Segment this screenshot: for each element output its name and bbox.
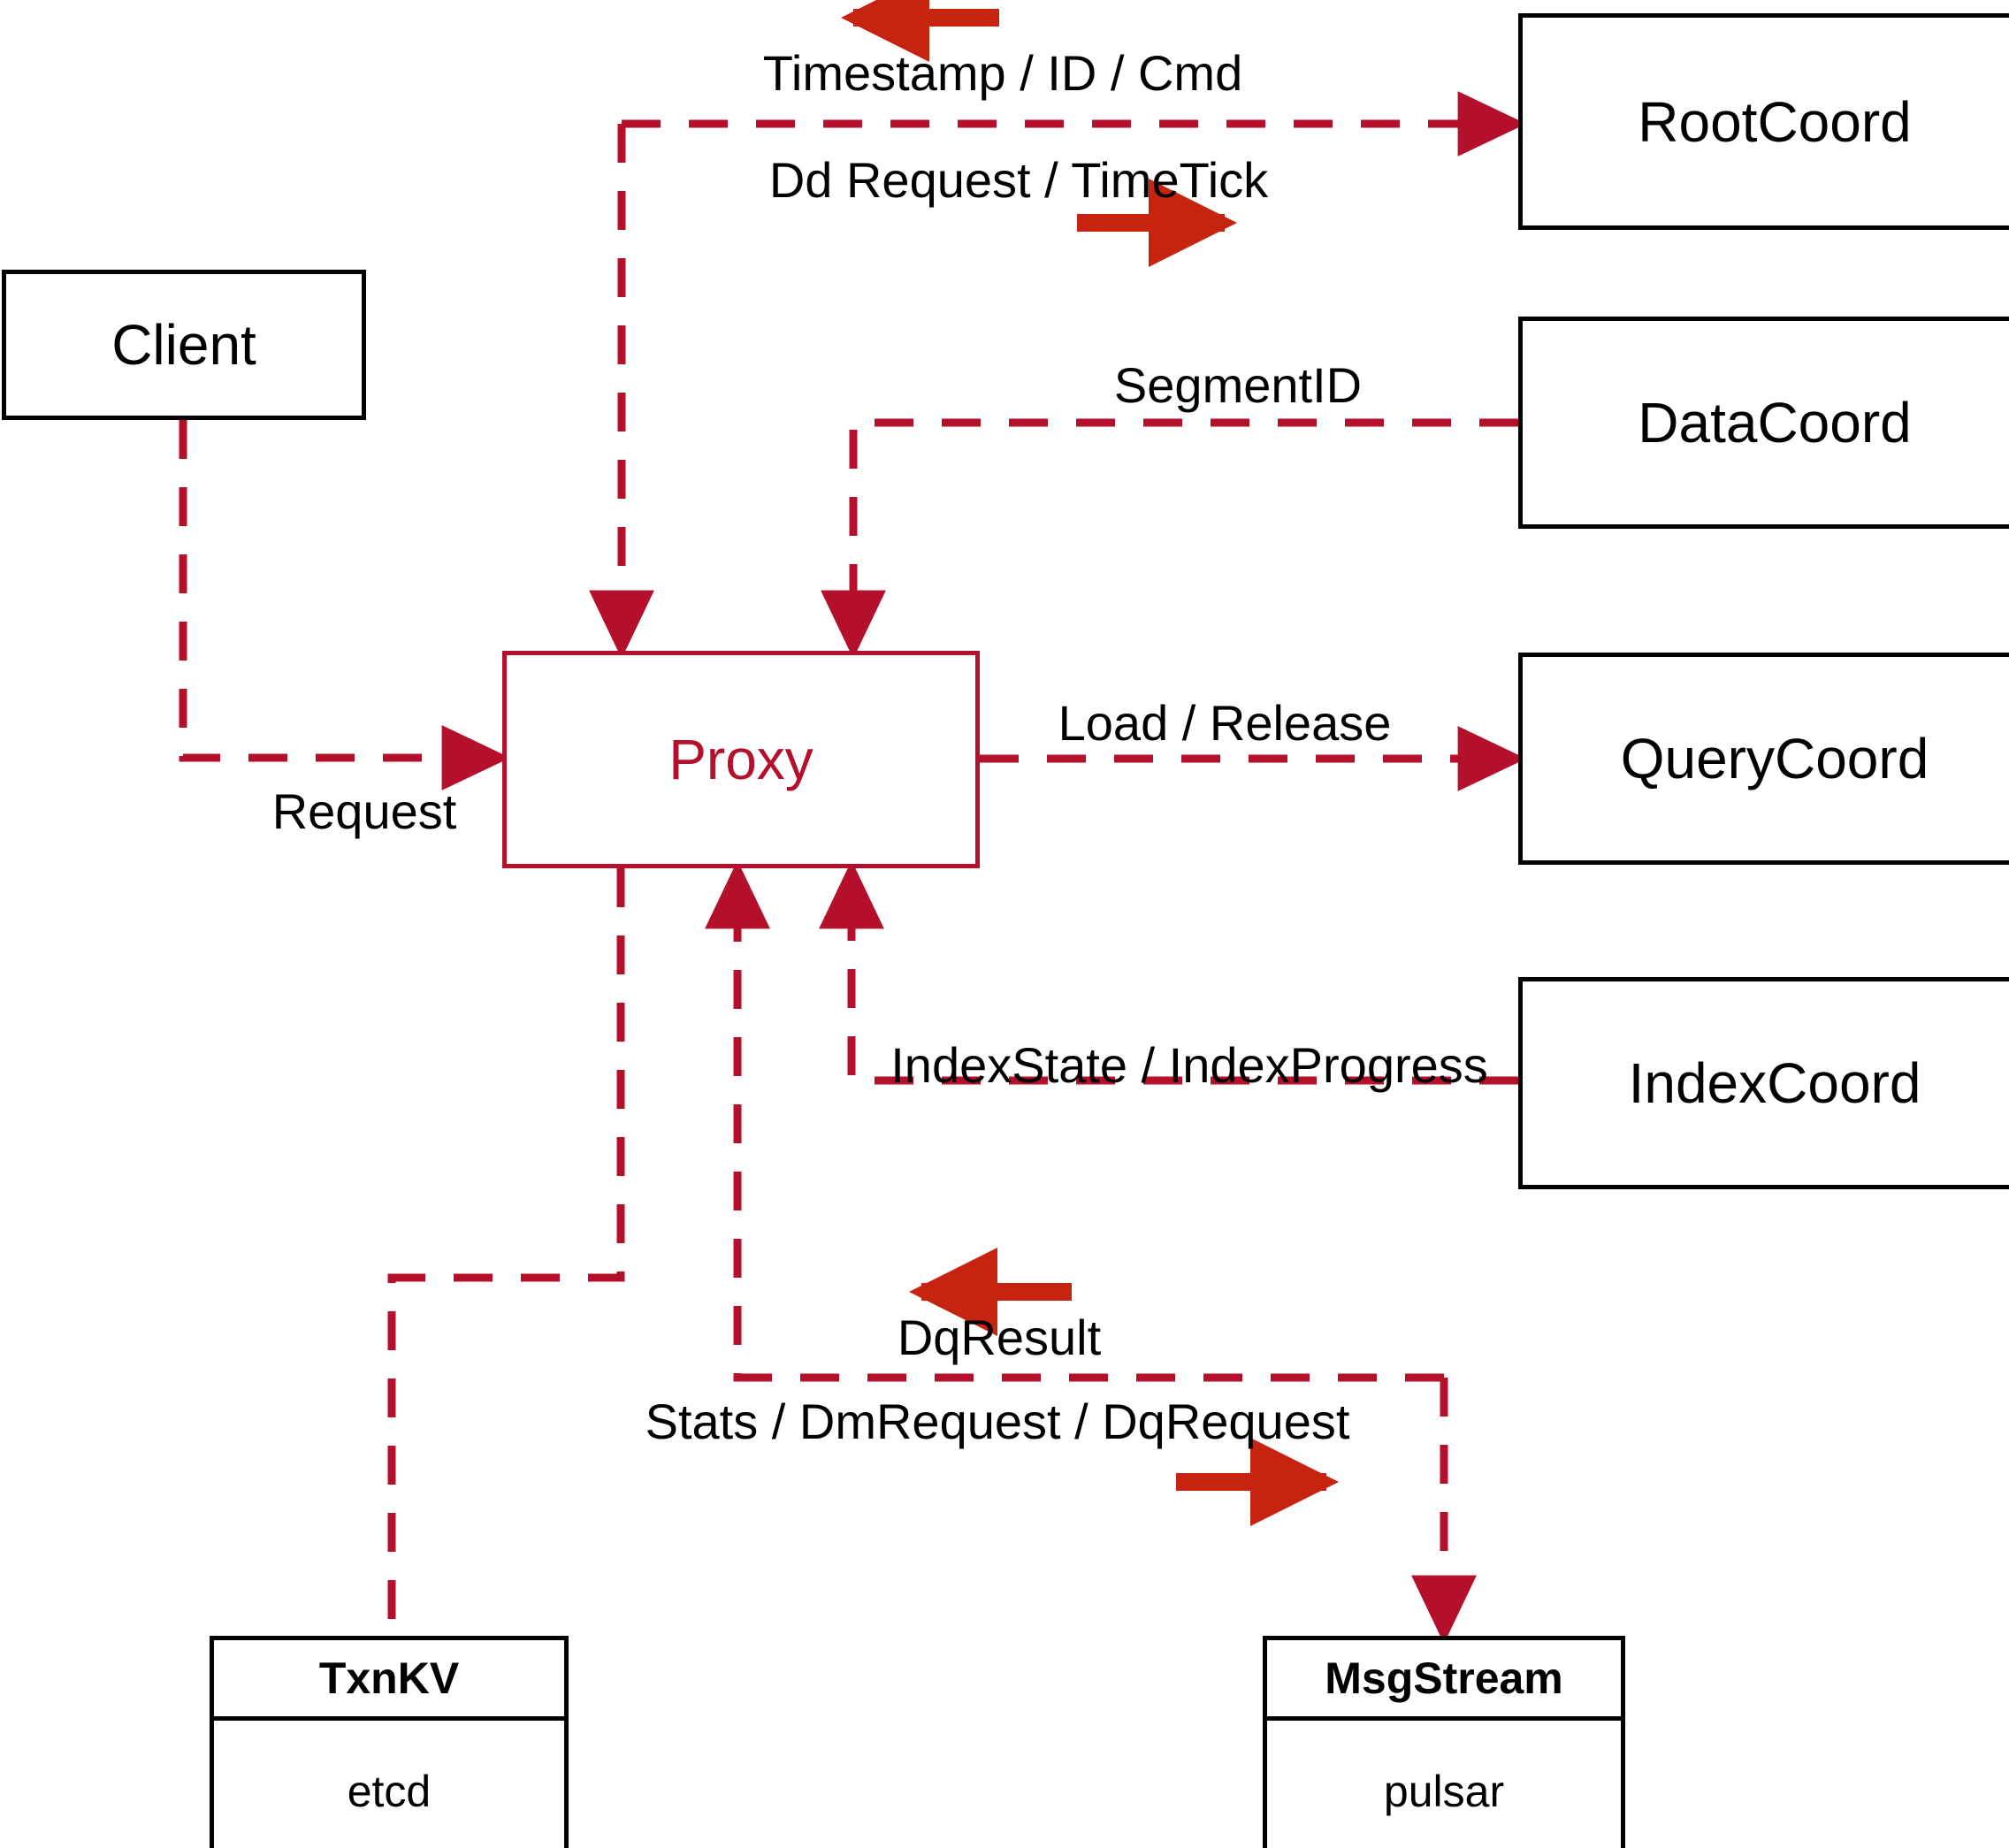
node-msgstream-impl: pulsar [1383,1766,1505,1816]
node-indexcoord[interactable]: IndexCoord [1518,977,2009,1189]
node-msgstream[interactable]: MsgStream pulsar [1263,1636,1625,1848]
node-client[interactable]: Client [2,270,366,420]
edge-label-load-release: Load / Release [1058,695,1392,751]
wire-indexcoord-to-proxy [819,859,1518,1085]
node-datacoord-label: DataCoord [1638,391,1912,454]
wire-client-to-proxy [179,420,511,790]
node-proxy-label: Proxy [668,728,814,791]
node-client-label: Client [111,313,256,377]
edge-label-index-state-progress: IndexState / IndexProgress [890,1037,1488,1093]
node-querycoord[interactable]: QueryCoord [1518,653,2009,865]
node-txnkv-impl: etcd [347,1766,432,1816]
edge-label-stats-dm-dq-request: Stats / DmRequest / DqRequest [645,1394,1350,1449]
edge-label-timestamp-id-cmd: Timestamp / ID / Cmd [762,45,1243,101]
node-msgstream-title: MsgStream [1267,1640,1621,1721]
node-datacoord[interactable]: DataCoord [1518,317,2009,529]
node-indexcoord-label: IndexCoord [1628,1051,1921,1115]
node-txnkv[interactable]: TxnKV etcd [210,1636,569,1848]
node-rootcoord[interactable]: RootCoord [1518,13,2009,230]
edge-label-dq-result: DqResult [897,1310,1102,1365]
wire-proxy-to-txnkv [387,868,625,1636]
node-proxy[interactable]: Proxy [502,651,980,868]
wire-datacoord-to-proxy [821,418,1518,660]
wire-msgstream-to-proxy [705,859,1444,1382]
edge-label-request: Request [271,783,457,839]
node-txnkv-title: TxnKV [214,1640,564,1721]
edge-label-dd-request-timetick: Dd Request / TimeTick [768,152,1269,208]
node-querycoord-label: QueryCoord [1620,727,1929,790]
node-rootcoord-label: RootCoord [1638,89,1912,154]
edge-label-segment-id: SegmentID [1113,357,1363,413]
